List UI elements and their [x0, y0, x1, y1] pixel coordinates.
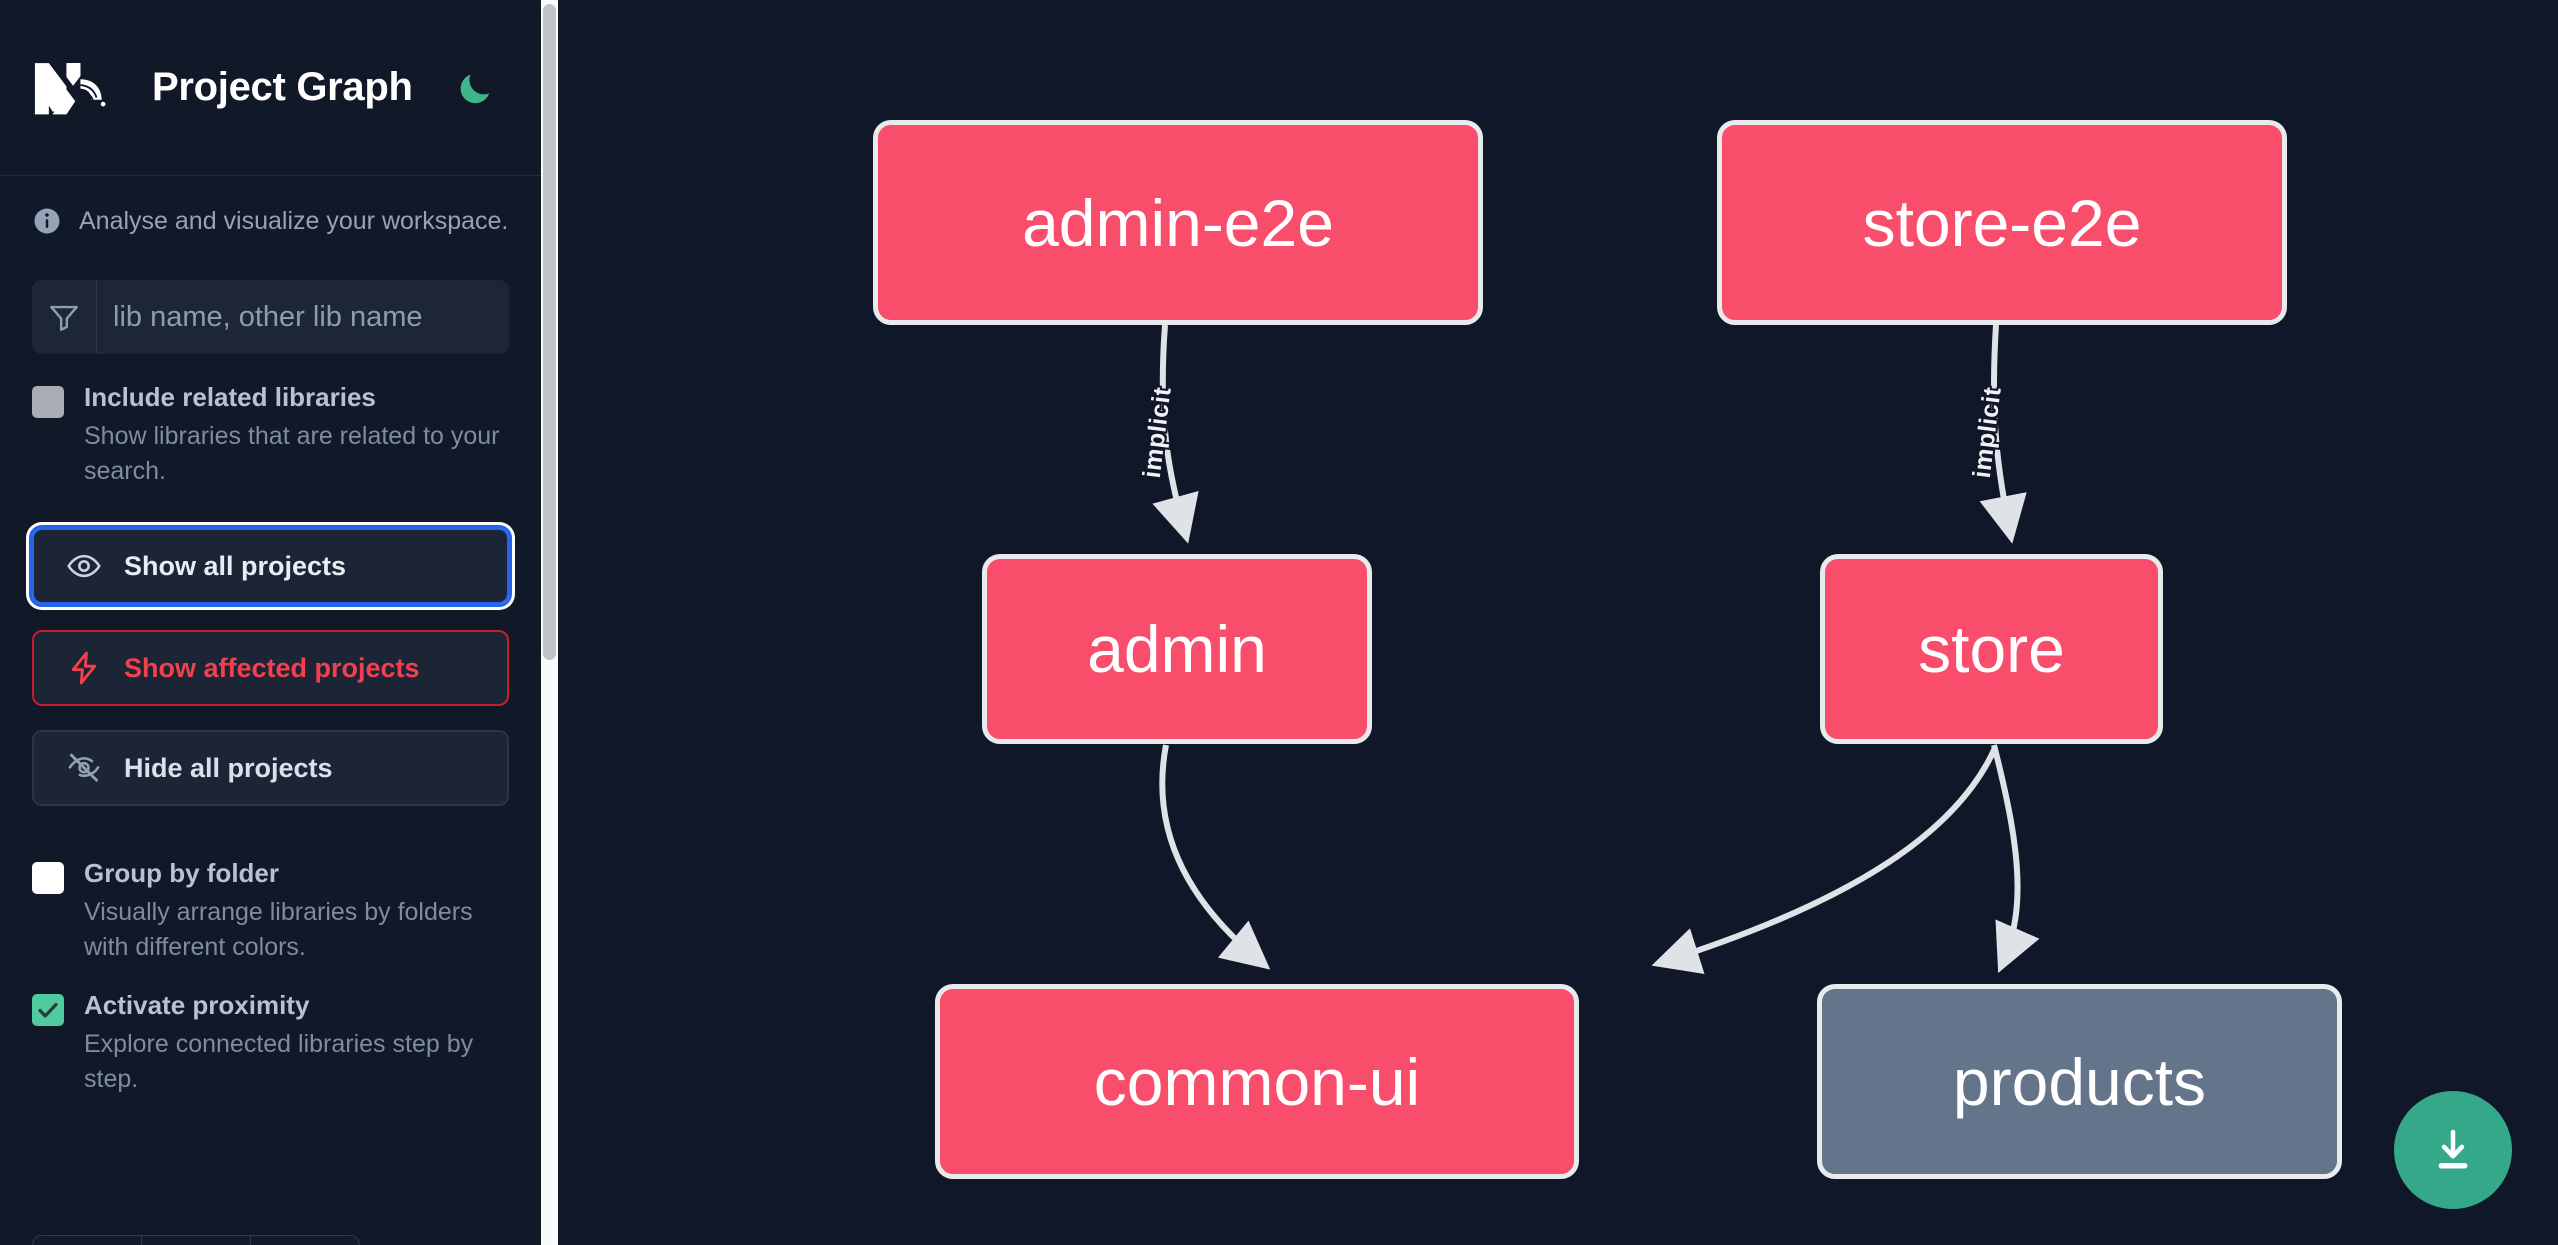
checkbox-activate-proximity[interactable]: Activate proximity Explore connected lib…: [0, 988, 541, 1096]
graph-canvas[interactable]: admin-e2e store-e2e admin store common-u…: [558, 0, 2558, 1245]
group-by-folder-label: Group by folder Visually arrange librari…: [84, 856, 509, 964]
show-affected-projects-button[interactable]: Show affected projects: [32, 630, 509, 707]
workspace-note-text: Analyse and visualize your workspace.: [79, 206, 509, 235]
info-icon: [32, 206, 62, 236]
group-by-folder-title: Group by folder: [84, 858, 279, 889]
sidebar: Project Graph Analyse and visualize your…: [0, 0, 558, 1245]
nx-logo: [32, 60, 120, 116]
graph-node-store[interactable]: store: [1820, 554, 2163, 744]
checkbox-include-related-libraries[interactable]: Include related libraries Show libraries…: [0, 380, 541, 488]
hide-all-projects-button[interactable]: Hide all projects: [32, 730, 509, 807]
include-related-libraries-label: Include related libraries Show libraries…: [84, 380, 509, 488]
page-title: Project Graph: [152, 65, 413, 109]
download-graph-button[interactable]: [2394, 1091, 2512, 1209]
segment-increase[interactable]: [251, 1236, 359, 1245]
workspace-note: Analyse and visualize your workspace.: [0, 176, 541, 266]
edge-store-e2e-to-store: [1979, 324, 2027, 544]
graph-node-admin[interactable]: admin: [982, 554, 1372, 744]
sidebar-header: Project Graph: [0, 0, 541, 176]
segment-value[interactable]: [142, 1236, 251, 1245]
graph-edges: [1152, 324, 2040, 974]
checkbox-group-by-folder[interactable]: Group by folder Visually arrange librari…: [0, 856, 541, 964]
proximity-step-segmented-control[interactable]: [32, 1235, 360, 1245]
filter-icon: [32, 280, 97, 354]
graph-node-admin-e2e[interactable]: admin-e2e: [873, 120, 1483, 325]
segment-decrease[interactable]: [33, 1236, 142, 1245]
edge-admin-e2e-to-admin: [1152, 324, 1199, 544]
edge-store-to-products: [1991, 744, 2040, 973]
show-all-projects-label: Show all projects: [124, 550, 347, 581]
include-related-libraries-desc: Show libraries that are related to your …: [84, 422, 500, 485]
sidebar-content: Project Graph Analyse and visualize your…: [0, 0, 541, 1245]
download-icon: [2438, 1129, 2468, 1169]
include-related-libraries-checkbox[interactable]: [32, 386, 64, 418]
sidebar-scrollbar-thumb[interactable]: [543, 4, 556, 660]
include-related-libraries-title: Include related libraries: [84, 382, 376, 412]
activate-proximity-checkbox[interactable]: [32, 994, 64, 1027]
show-all-projects-button[interactable]: Show all projects: [29, 525, 512, 608]
show-affected-projects-label: Show affected projects: [124, 652, 420, 683]
eye-icon: [67, 554, 101, 578]
group-by-folder-checkbox[interactable]: [32, 862, 64, 895]
moon-icon[interactable]: [455, 68, 495, 108]
edge-store-to-common-ui: [1651, 746, 1998, 974]
graph-node-common-ui[interactable]: common-ui: [935, 984, 1579, 1179]
activate-proximity-label: Activate proximity Explore connected lib…: [84, 988, 509, 1096]
search-input[interactable]: [97, 280, 509, 354]
activate-proximity-title: Activate proximity: [84, 990, 310, 1021]
search-filter-row: [32, 280, 509, 354]
activate-proximity-desc: Explore connected libraries step by step…: [84, 1030, 474, 1093]
edge-admin-to-common-ui: [1159, 744, 1271, 970]
lightning-icon: [71, 651, 97, 685]
graph-node-store-e2e[interactable]: store-e2e: [1717, 120, 2287, 325]
group-by-folder-desc: Visually arrange libraries by folders wi…: [84, 898, 473, 961]
eye-off-icon: [68, 753, 100, 782]
checkmark-icon: [38, 1003, 58, 1018]
hide-all-projects-label: Hide all projects: [124, 752, 333, 783]
graph-node-products[interactable]: products: [1817, 984, 2342, 1179]
